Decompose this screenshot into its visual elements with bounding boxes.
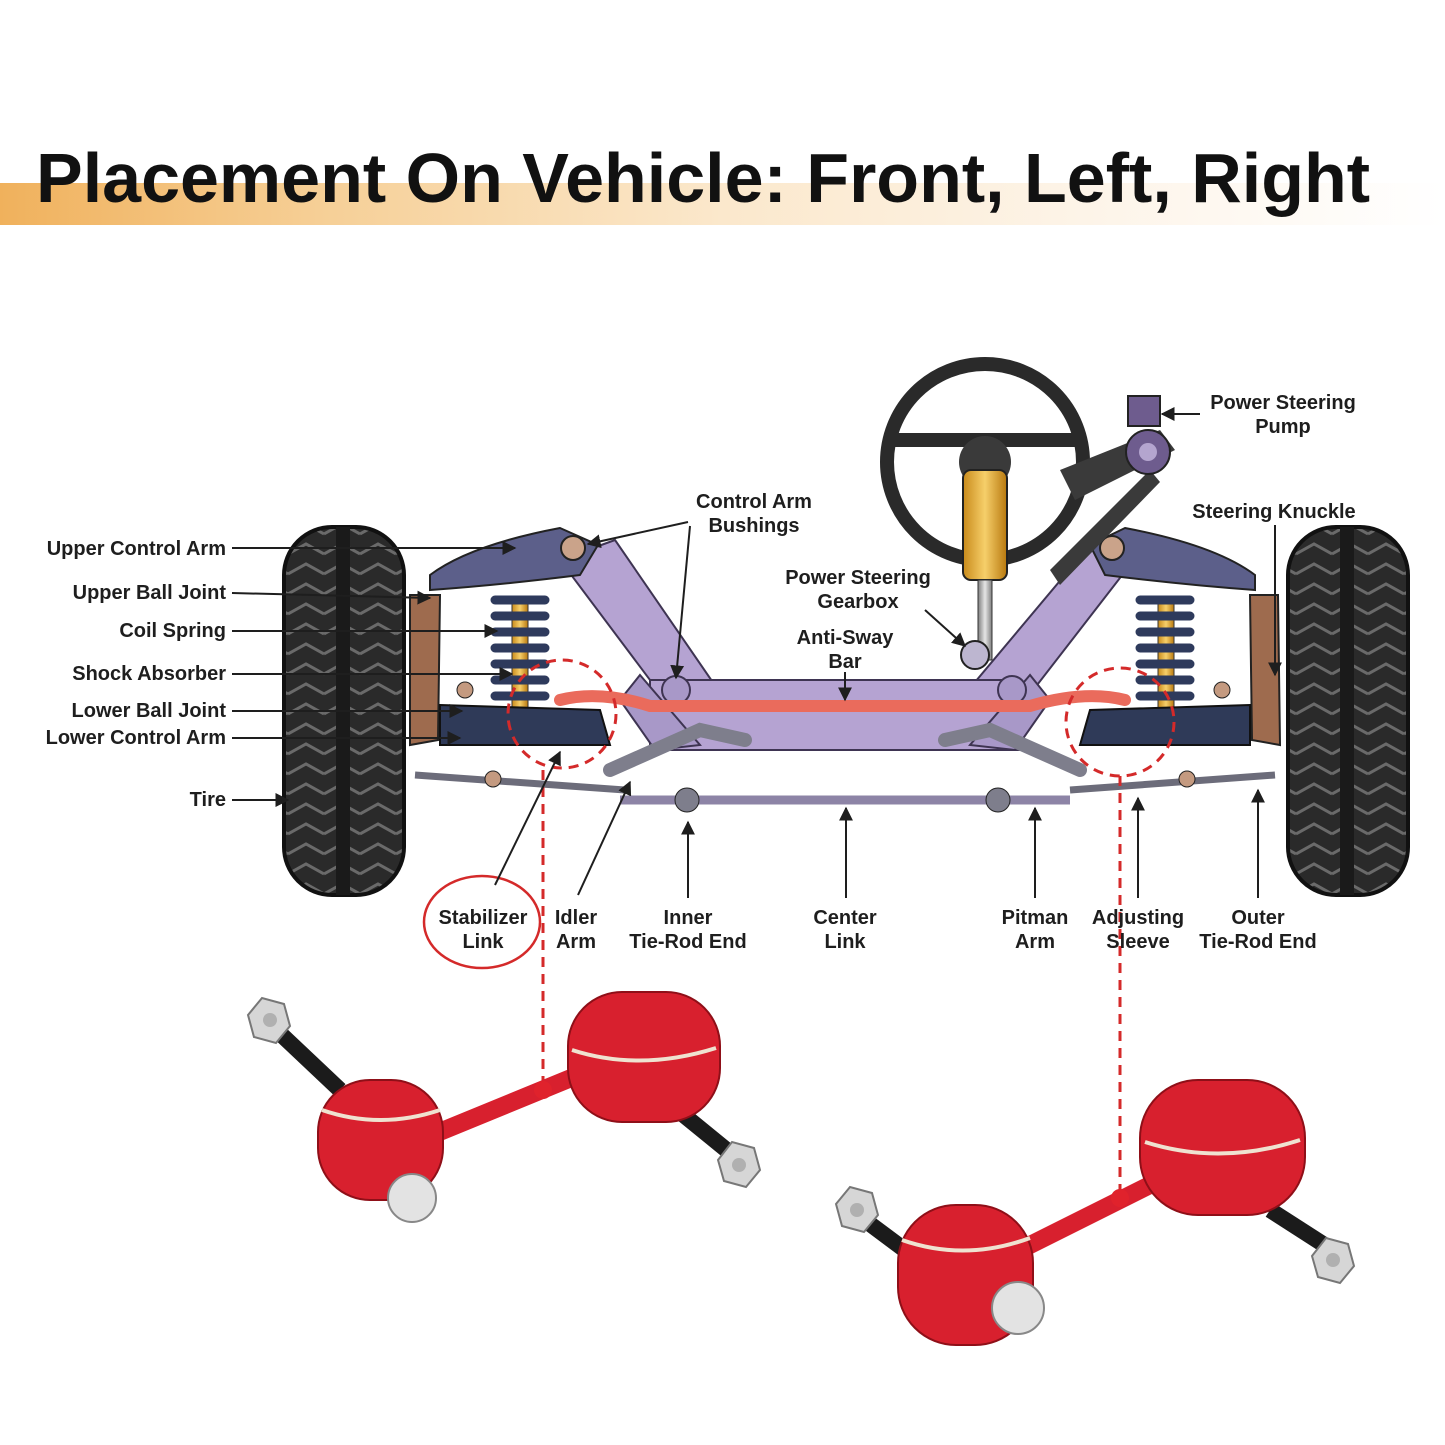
label-outer-tie-rod-end-line2: Tie-Rod End — [1199, 931, 1316, 953]
label-tire: Tire — [190, 789, 226, 811]
label-control-arm-bushings-line2: Bushings — [708, 515, 799, 537]
left-stabilizer-highlight — [506, 658, 618, 770]
label-anti-sway-bar-line1: Anti-Sway — [797, 627, 895, 649]
label-power-steering-gearbox-line2: Gearbox — [817, 591, 898, 613]
right-steering-knuckle — [1248, 594, 1282, 747]
title-accent-band — [0, 183, 1445, 225]
label-power-steering-pump-line2: Pump — [1255, 416, 1311, 438]
stabilizer-link-part-right — [834, 1079, 1356, 1346]
label-pitman-arm-line1: Pitman — [1002, 907, 1069, 929]
steering-linkage — [414, 722, 1276, 813]
label-control-arm-bushings-line1: Control Arm — [696, 491, 812, 513]
label-upper-control-arm: Upper Control Arm — [47, 538, 226, 560]
label-stabilizer-link-line1: Stabilizer — [439, 907, 528, 929]
label-center-link-line1: Center — [813, 907, 877, 929]
anti-sway-bar — [554, 690, 1131, 712]
stabilizer-label-highlight — [422, 874, 542, 970]
left-coil-spring — [490, 595, 550, 711]
label-upper-ball-joint: Upper Ball Joint — [73, 582, 227, 604]
label-lower-control-arm: Lower Control Arm — [46, 727, 226, 749]
label-power-steering-gearbox-line1: Power Steering — [785, 567, 931, 589]
upper-control-arms — [429, 526, 1256, 592]
label-inner-tie-rod-end-line1: Inner — [664, 907, 713, 929]
right-stabilizer-highlight — [1064, 666, 1176, 778]
label-center-link-line2: Link — [824, 931, 866, 953]
label-stabilizer-link-line2: Link — [462, 931, 504, 953]
part-labels: Upper Control Arm Upper Ball Joint Coil … — [46, 392, 1356, 953]
label-lower-ball-joint: Lower Ball Joint — [72, 700, 227, 722]
label-outer-tie-rod-end-line1: Outer — [1231, 907, 1285, 929]
power-steering-pump — [1050, 395, 1175, 585]
label-anti-sway-bar-line2: Bar — [828, 651, 862, 673]
lower-control-arms — [439, 681, 1251, 746]
right-coil-spring — [1135, 595, 1195, 711]
label-coil-spring: Coil Spring — [119, 620, 226, 642]
label-adjusting-sleeve-line2: Sleeve — [1106, 931, 1169, 953]
stabilizer-link-part-left — [246, 991, 762, 1223]
page-title: Placement On Vehicle: Front, Left, Right — [36, 139, 1371, 217]
label-idler-arm-line2: Arm — [556, 931, 596, 953]
label-pitman-arm-line2: Arm — [1015, 931, 1055, 953]
label-idler-arm-line1: Idler — [555, 907, 597, 929]
right-tire — [1286, 525, 1410, 897]
label-inner-tie-rod-end-line2: Tie-Rod End — [629, 931, 746, 953]
leader-lines — [231, 407, 1282, 898]
label-steering-knuckle: Steering Knuckle — [1192, 501, 1355, 523]
label-shock-absorber: Shock Absorber — [72, 663, 226, 685]
label-adjusting-sleeve-line1: Adjusting — [1092, 907, 1184, 929]
label-power-steering-pump-line1: Power Steering — [1210, 392, 1356, 414]
left-steering-knuckle — [409, 594, 442, 747]
